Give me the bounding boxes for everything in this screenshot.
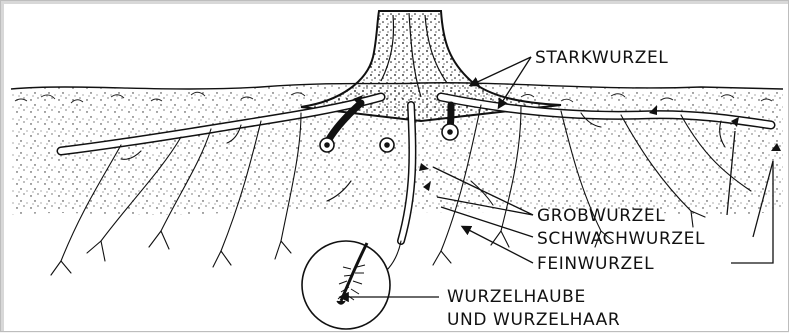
- label-schwachwurzel: SCHWACHWURZEL: [537, 229, 705, 249]
- label-feinwurzel: FEINWURZEL: [537, 254, 654, 274]
- label-starkwurzel: STARKWURZEL: [535, 48, 668, 68]
- label-wurzelhaar: UND WURZELHAAR: [447, 310, 620, 330]
- root-tip-detail: [302, 241, 390, 329]
- label-wurzelhaube: WURZELHAUBE: [447, 287, 586, 307]
- label-grobwurzel: GROBWURZEL: [537, 206, 665, 226]
